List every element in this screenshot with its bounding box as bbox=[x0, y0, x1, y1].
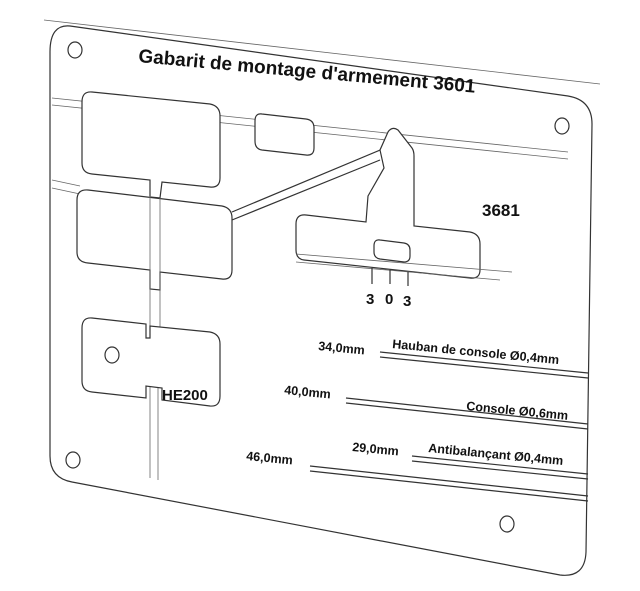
plate-outline bbox=[49, 25, 593, 576]
gauge-4-groove-b bbox=[309, 470, 589, 502]
groove-line-3 bbox=[51, 179, 81, 187]
gauge-4-groove bbox=[309, 465, 589, 497]
part-3681-baseline-2 bbox=[295, 261, 501, 281]
upper-left-cutout bbox=[81, 91, 221, 199]
part-3681-slider bbox=[373, 239, 411, 263]
tick-label-3: 3 bbox=[403, 293, 411, 310]
gauge-3-groove bbox=[411, 455, 589, 475]
part-3681-baseline bbox=[295, 253, 513, 273]
mounting-hole-top-left bbox=[67, 41, 83, 59]
gauge-2-length: 40,0mm bbox=[284, 383, 332, 401]
middle-left-cutout bbox=[76, 189, 233, 291]
gauge-3-length: 29,0mm bbox=[352, 440, 400, 458]
mounting-hole-bottom-right bbox=[499, 515, 515, 533]
tick-label-1: 3 bbox=[366, 291, 374, 308]
tick-label-2: 0 bbox=[385, 291, 393, 308]
gauge-4-length: 46,0mm bbox=[246, 449, 294, 467]
upper-small-cutout bbox=[254, 113, 315, 156]
gauge-2-groove bbox=[345, 397, 589, 425]
part-3681-shape bbox=[295, 127, 481, 279]
gauge-1-groove-b bbox=[379, 356, 589, 379]
mounting-hole-bottom-left bbox=[65, 451, 81, 469]
gauge-2-label: Console Ø0,6mm bbox=[466, 399, 569, 423]
gauge-3-groove-b bbox=[411, 460, 589, 480]
gauge-1-label: Hauban de console Ø0,4mm bbox=[392, 337, 560, 367]
diagonal-line-lower bbox=[231, 159, 381, 221]
lower-left-cutout bbox=[81, 317, 221, 407]
diagonal-line-upper bbox=[231, 147, 386, 213]
gauge-1-groove bbox=[379, 351, 589, 374]
gauge-1-length: 34,0mm bbox=[318, 339, 366, 357]
title: Gabarit de montage d'armement 3601 bbox=[138, 46, 477, 98]
mounting-hole-top-right bbox=[554, 117, 570, 135]
gauge-2-groove-b bbox=[345, 402, 589, 430]
back-edge-line bbox=[43, 19, 601, 85]
slot-label: HE200 bbox=[162, 387, 208, 404]
part-number: 3681 bbox=[482, 201, 520, 220]
groove-line-4 bbox=[51, 187, 81, 195]
gauge-3-label: Antibalançant Ø0,4mm bbox=[428, 441, 564, 468]
lower-left-hole bbox=[104, 346, 120, 364]
